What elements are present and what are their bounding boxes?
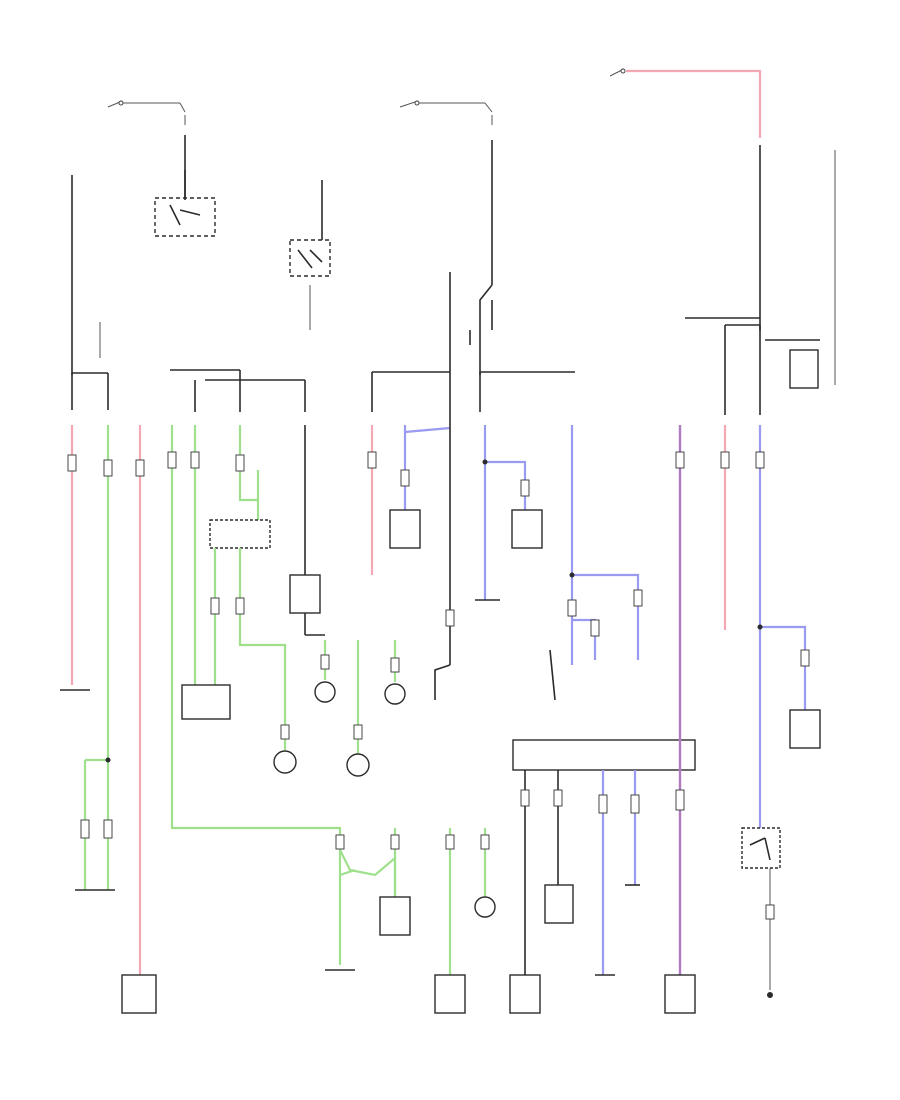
circuit-blue-far-right (755, 425, 821, 830)
bottom-units-right (509, 884, 696, 1014)
circuit-blue-center-right (475, 425, 543, 601)
relay-top-left (154, 170, 216, 237)
power-feed-center (399, 100, 493, 285)
circuit-red-long (121, 425, 157, 1014)
bottom-sensor-center (434, 828, 496, 1014)
junction-block (512, 739, 696, 975)
bus-center-left (170, 369, 306, 412)
switch-center (469, 284, 493, 375)
circuit-blue-center (389, 412, 455, 700)
lamps-center (346, 640, 406, 777)
switch-bottom-right (741, 827, 781, 998)
relay-top-right (685, 317, 820, 415)
power-feed-left (107, 100, 186, 200)
bottom-relay-center (325, 828, 411, 971)
circuit-blue-right (549, 425, 643, 701)
bus-center (371, 272, 575, 412)
lamp-left (273, 750, 297, 774)
circuit-red-center (367, 425, 377, 575)
bus-left (71, 175, 109, 410)
circuit-red-left (60, 425, 90, 691)
module-green-left (181, 684, 231, 720)
circuit-purple-right (675, 425, 685, 975)
switch-center-left (289, 180, 331, 330)
circuit-red-far-right (720, 425, 730, 630)
circuit-green-main (167, 425, 342, 965)
circuit-green-left (80, 425, 113, 890)
unit-center-left (289, 425, 336, 703)
relay-green (209, 519, 290, 750)
power-feed-right (609, 68, 836, 385)
